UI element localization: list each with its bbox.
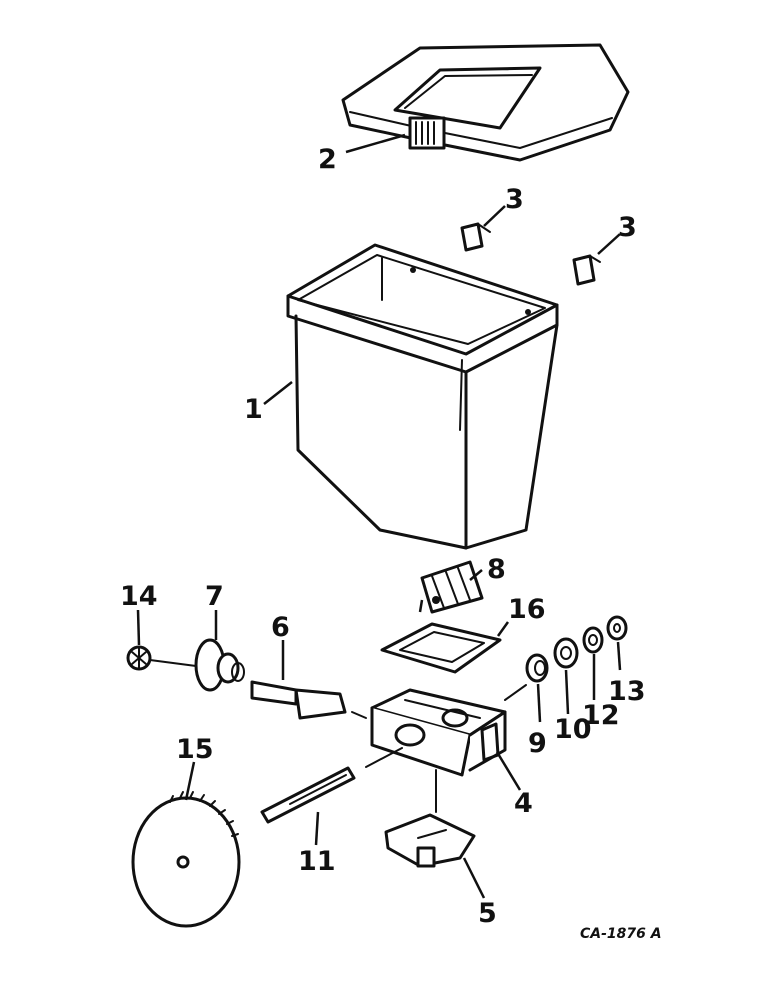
leader-14	[136, 609, 141, 646]
bearing-nut	[553, 637, 579, 669]
leader-9	[536, 683, 542, 723]
label-part-14: 14	[120, 581, 158, 612]
lid-clip-right	[572, 254, 601, 286]
label-part-8: 8	[487, 554, 506, 585]
leader-1	[263, 381, 293, 405]
hopper-lid	[341, 43, 630, 162]
label-part-3a: 3	[505, 184, 524, 215]
label-part-6: 6	[271, 612, 290, 643]
sprocket	[131, 791, 241, 928]
drive-shaft	[260, 766, 356, 824]
leader-5	[462, 857, 486, 899]
label-part-11: 11	[298, 846, 336, 877]
leader-3a	[483, 205, 506, 227]
agitator	[420, 560, 484, 614]
leader-3b	[597, 233, 621, 255]
hopper-box	[286, 243, 559, 550]
leader-10	[564, 669, 570, 715]
label-part-4: 4	[514, 788, 533, 819]
gasket	[380, 622, 502, 674]
label-part-15: 15	[176, 734, 214, 765]
label-part-5: 5	[478, 898, 497, 929]
leader-16	[496, 621, 510, 637]
small-knob	[126, 645, 152, 671]
label-part-7: 7	[205, 581, 224, 612]
lock-washer	[606, 615, 628, 641]
label-part-16: 16	[508, 594, 546, 625]
label-part-3b: 3	[618, 212, 637, 243]
label-part-1: 1	[244, 394, 263, 425]
leader-2	[345, 133, 406, 154]
seed-cup-slide	[250, 680, 367, 720]
label-part-9: 9	[528, 728, 547, 759]
axis-line-shaft	[365, 747, 403, 768]
bushing	[525, 653, 549, 683]
leader-11	[314, 811, 320, 846]
leader-8	[469, 569, 483, 581]
label-part-10: 10	[554, 714, 592, 745]
leader-8b	[418, 599, 424, 613]
bottom-plate	[384, 813, 476, 868]
drawing-code: CA-1876 A	[580, 926, 662, 942]
lid-clip-left	[460, 222, 491, 252]
axis-line-14-7	[149, 659, 197, 667]
leader-4	[495, 751, 522, 791]
bearing-cap	[194, 638, 245, 692]
leader-13	[616, 641, 622, 671]
label-part-12: 12	[582, 700, 620, 731]
axis-line-bushing	[504, 684, 527, 701]
label-part-2: 2	[318, 144, 337, 175]
washer	[582, 626, 604, 654]
seed-cup-housing	[370, 688, 507, 777]
leader-15	[184, 761, 196, 801]
label-part-13: 13	[608, 676, 646, 707]
